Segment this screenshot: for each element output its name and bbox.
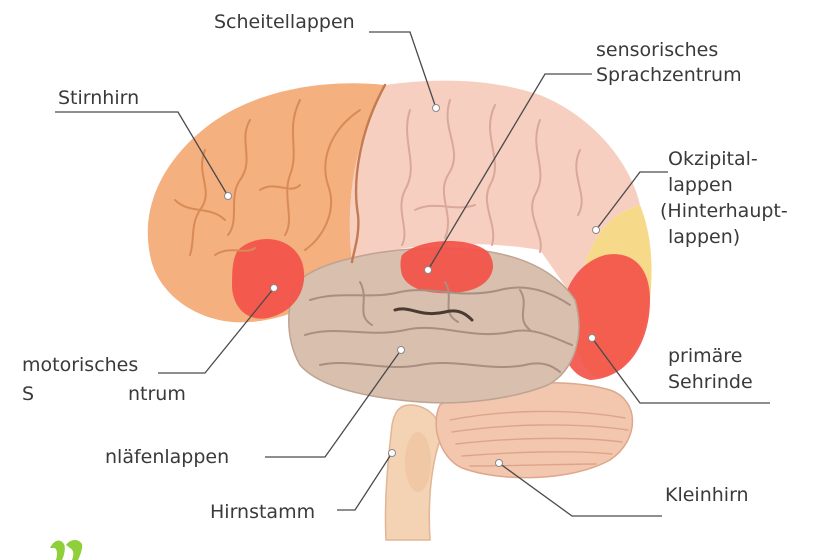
logo-mark-icon — [50, 540, 82, 560]
label-brainstem: Hirnstamm — [210, 501, 315, 523]
label-scheitellappen: Scheitellappen — [214, 11, 355, 33]
label-occipital-line2: lappen — [668, 174, 733, 196]
label-occipital-line3: (Hinterhaupt- — [660, 200, 788, 222]
label-sensory-speech-line2: Sprachzentrum — [596, 64, 742, 86]
label-stirnhirn: Stirnhirn — [58, 87, 139, 109]
label-primary-visual-line2: Sehrinde — [668, 371, 753, 393]
label-motor-speech-line2-end: ntrum — [128, 383, 186, 405]
label-primary-visual-line1: primäre — [668, 345, 742, 367]
label-motor-speech-line1: motorisches — [22, 354, 138, 376]
label-occipital-line4: lappen) — [668, 226, 740, 248]
label-occipital-line1: Okzipital- — [668, 148, 758, 170]
label-cerebellum: Kleinhirn — [665, 484, 749, 506]
label-motor-speech-line2-start: S — [22, 383, 34, 405]
label-sensory-speech-line1: sensorisches — [596, 39, 718, 61]
label-temporal-lobe: nläfenlappen — [105, 446, 229, 468]
